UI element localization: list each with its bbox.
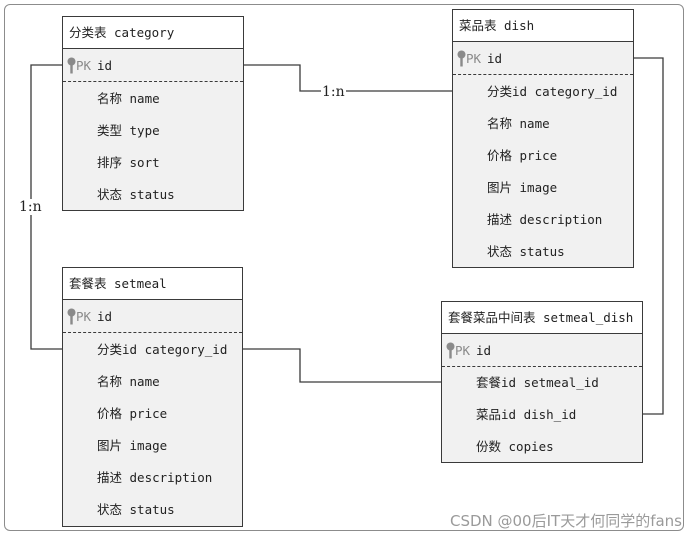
- field-row: 状态 status: [97, 187, 175, 202]
- field-row: 名称 name: [487, 116, 550, 131]
- entity-setmeal-dish: 套餐菜品中间表 setmeal_dish PK id 套餐id setmeal_…: [441, 301, 643, 463]
- field-row: 图片 image: [487, 180, 558, 195]
- line-category-dish: [244, 64, 452, 92]
- field-row: 描述 description: [97, 470, 213, 485]
- primary-key-row: PK id: [63, 300, 242, 333]
- field-row: 描述 description: [487, 212, 603, 227]
- pk-label: PK: [455, 343, 471, 358]
- key-icon: [457, 50, 466, 67]
- pk-label: PK: [466, 51, 482, 66]
- field-row: 分类id category_id: [97, 342, 228, 357]
- cardinality-label-category-setmeal: 1:n: [18, 199, 43, 215]
- field-row: 分类id category_id: [487, 84, 618, 99]
- pk-field: id: [487, 51, 503, 66]
- field-row: 价格 price: [487, 148, 558, 163]
- field-row: 价格 price: [97, 406, 168, 421]
- entity-dish: 菜品表 dish PK id 分类id category_id 名称 name …: [452, 9, 634, 268]
- entity-category: 分类表 category PK id 名称 name 类型 type 排序 so…: [62, 16, 244, 211]
- field-row: 类型 type: [97, 123, 160, 138]
- pk-field: id: [97, 58, 113, 73]
- primary-key-row: PK id: [63, 49, 243, 82]
- field-row: 名称 name: [97, 374, 160, 389]
- entity-title: 套餐表 setmeal: [63, 268, 242, 300]
- field-row: 状态 status: [97, 502, 175, 517]
- pk-label: PK: [76, 309, 92, 324]
- cardinality-label-category-dish: 1:n: [321, 84, 346, 100]
- pk-field: id: [476, 343, 492, 358]
- entity-title: 分类表 category: [63, 17, 243, 49]
- entity-title: 菜品表 dish: [453, 10, 633, 42]
- pk-label: PK: [76, 58, 92, 73]
- field-row: 菜品id dish_id: [476, 407, 577, 422]
- entity-title: 套餐菜品中间表 setmeal_dish: [442, 302, 642, 334]
- pk-field: id: [97, 309, 113, 324]
- field-row: 图片 image: [97, 438, 168, 453]
- field-row: 份数 copies: [476, 439, 554, 454]
- key-icon: [67, 308, 76, 325]
- primary-key-row: PK id: [453, 42, 633, 75]
- primary-key-row: PK id: [442, 334, 642, 367]
- diagram-frame: [4, 4, 684, 531]
- watermark: CSDN @00后IT天才何同学的fans: [449, 512, 682, 530]
- entity-setmeal: 套餐表 setmeal PK id 分类id category_id 名称 na…: [62, 267, 243, 527]
- line-setmeal-setmealdish: [243, 348, 441, 383]
- field-row: 状态 status: [487, 244, 565, 259]
- key-icon: [67, 57, 76, 74]
- field-row: 名称 name: [97, 91, 160, 106]
- field-row: 套餐id setmeal_id: [476, 375, 599, 390]
- key-icon: [446, 342, 455, 359]
- line-dish-setmealdish: [633, 57, 664, 415]
- field-row: 排序 sort: [97, 155, 160, 170]
